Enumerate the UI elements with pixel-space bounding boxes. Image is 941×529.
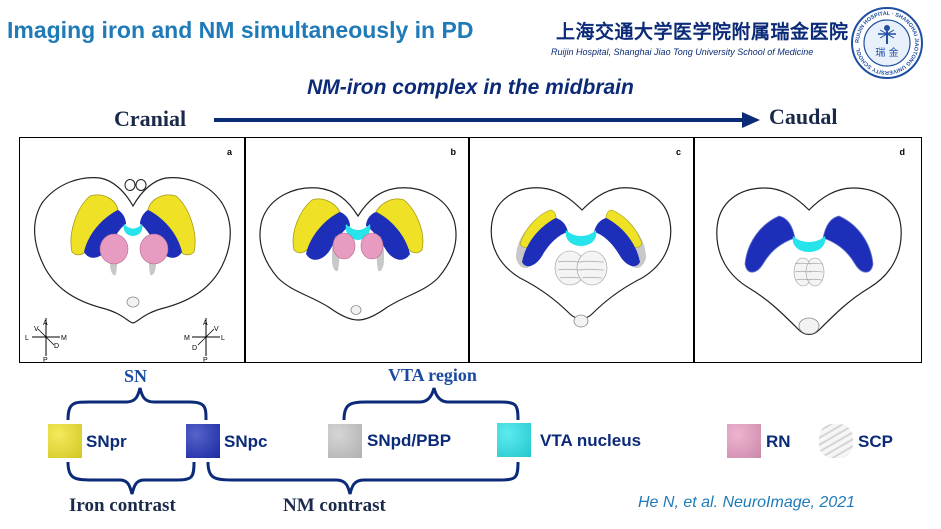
logo-glyphs: 瑞 金 bbox=[875, 46, 898, 59]
snpr-legend-label: SNpr bbox=[86, 432, 127, 451]
snpc-right bbox=[140, 210, 182, 258]
panel-label-d: d bbox=[899, 147, 906, 157]
compass-a: A bbox=[203, 320, 208, 327]
midbrain-panel-c: c bbox=[469, 137, 694, 363]
snpd-pbp-swatch bbox=[328, 424, 362, 458]
aqueduct-left bbox=[124, 179, 136, 191]
vta-nucleus bbox=[123, 224, 143, 236]
scp-legend-label: SCP bbox=[858, 432, 893, 451]
decussation bbox=[126, 296, 140, 308]
vta-nucleus-legend-label: VTA nucleus bbox=[540, 431, 642, 450]
orientation-compass-left: A P V D L M bbox=[25, 318, 67, 364]
red-nucleus-right bbox=[139, 233, 169, 265]
red-nucleus-left bbox=[99, 233, 129, 265]
decussation bbox=[350, 305, 362, 315]
aqueduct-right bbox=[135, 179, 147, 191]
red-nucleus-right bbox=[360, 232, 384, 260]
vta-nucleus-swatch bbox=[497, 423, 531, 457]
hospital-name-chinese: 上海交通大学医学院附属瑞金医院 bbox=[556, 21, 849, 43]
snpc-left bbox=[522, 218, 568, 267]
cranial-label: Cranial bbox=[114, 106, 187, 131]
panel-label-c: c bbox=[675, 147, 681, 157]
panel-label-b: b bbox=[450, 147, 457, 157]
snpc-swatch bbox=[186, 424, 220, 458]
panel-label-a: a bbox=[226, 147, 232, 157]
nm-contrast-label: NM contrast bbox=[283, 495, 386, 516]
midbrain-panel-a: a A P V D L M A P V bbox=[19, 137, 245, 364]
compass-m: M bbox=[184, 335, 190, 342]
snpc-left bbox=[744, 215, 796, 273]
compass-m: M bbox=[61, 335, 67, 342]
snpc-right bbox=[366, 212, 410, 260]
vta-nucleus bbox=[345, 224, 371, 240]
nm-contrast-brace bbox=[206, 461, 520, 495]
superior-cerebellar-peduncle bbox=[793, 257, 825, 287]
caudal-label: Caudal bbox=[769, 104, 838, 129]
compass-p: P bbox=[203, 357, 208, 364]
compass-p: P bbox=[43, 357, 48, 364]
midbrain-panel-d: d bbox=[694, 137, 922, 363]
superior-cerebellar-peduncle bbox=[554, 250, 608, 286]
snpc-left bbox=[84, 210, 126, 258]
sn-group-label: SN bbox=[124, 366, 148, 386]
vta-region-label: VTA region bbox=[388, 365, 477, 385]
snpc-legend-label: SNpc bbox=[224, 432, 268, 451]
red-nucleus-left bbox=[332, 232, 356, 260]
vta-nucleus bbox=[565, 230, 597, 246]
slide-title: Imaging iron and NM simultaneously in PD bbox=[7, 17, 474, 43]
decussation bbox=[573, 314, 589, 328]
compass-l: L bbox=[221, 335, 225, 342]
orientation-compass-right: A P V D M L bbox=[184, 318, 225, 364]
citation: He N, et al. NeuroImage, 2021 bbox=[638, 494, 856, 511]
snpr-swatch bbox=[48, 424, 82, 458]
iron-contrast-label: Iron contrast bbox=[69, 495, 176, 516]
decussation bbox=[798, 317, 820, 335]
sn-brace bbox=[66, 387, 208, 421]
iron-contrast-brace bbox=[66, 461, 196, 495]
snpd-pbp-legend-label: SNpd/PBP bbox=[367, 431, 452, 450]
compass-a: A bbox=[43, 320, 48, 327]
cranial-caudal-arrow bbox=[214, 112, 760, 128]
compass-v: V bbox=[214, 326, 219, 333]
hospital-name-english: Ruijin Hospital, Shanghai Jiao Tong Univ… bbox=[551, 47, 814, 57]
compass-d: D bbox=[54, 343, 59, 350]
vta-region-brace bbox=[342, 387, 520, 421]
compass-l: L bbox=[25, 335, 29, 342]
compass-v: V bbox=[34, 326, 39, 333]
hospital-logo-seal: RUIJIN HOSPITAL · SHANGHAI JIAOTONG UNIV… bbox=[850, 6, 924, 80]
diagram-subtitle: NM-iron complex in the midbrain bbox=[307, 76, 634, 99]
compass-d: D bbox=[192, 345, 197, 352]
scp-swatch bbox=[819, 424, 853, 458]
snpc-right bbox=[822, 215, 874, 273]
vta-nucleus bbox=[792, 236, 826, 252]
rn-legend-label: RN bbox=[766, 432, 791, 451]
midbrain-panel-b: b bbox=[245, 137, 469, 363]
rn-swatch bbox=[727, 424, 761, 458]
snpc-right bbox=[594, 218, 640, 267]
snpc-left bbox=[306, 212, 350, 260]
